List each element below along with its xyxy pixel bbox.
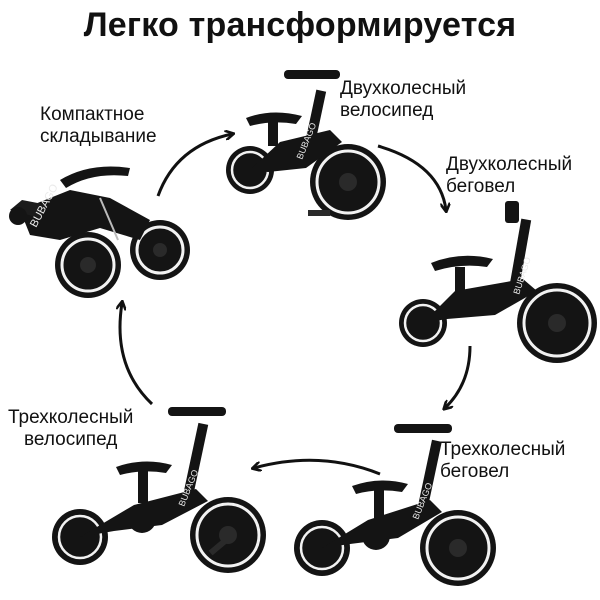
label-line: Двухколесный	[446, 154, 573, 175]
seat	[246, 112, 302, 126]
handlebar	[505, 201, 519, 223]
label-two-wheel-balance-bike: Двухколесный беговел	[446, 154, 572, 198]
arrow-two-wheel-bike-to-balance	[377, 144, 446, 210]
label-line: Трехколесный	[440, 439, 566, 460]
wheel-front	[420, 510, 496, 586]
wheel-front	[130, 220, 190, 280]
label-three-wheel-bike: Трехколесный велосипед	[8, 407, 133, 451]
seat	[352, 480, 408, 494]
wheel-rear	[55, 232, 121, 298]
seat	[116, 461, 172, 475]
label-line: беговел	[440, 461, 510, 482]
bike-three-wheel-image: BUBAGO	[52, 407, 266, 573]
bike-two-wheel-image: BUBAGO	[226, 70, 386, 220]
pedal	[308, 210, 330, 216]
label-line: Двухколесный	[340, 78, 467, 99]
wheel-front	[310, 144, 386, 220]
arrow-three-bike-to-folding	[120, 303, 154, 406]
seat	[431, 255, 493, 271]
seat	[60, 166, 130, 188]
page-title: Легко трансформируется	[83, 6, 517, 44]
label-line: Трехколесный	[8, 407, 134, 428]
label-line: велосипед	[24, 429, 118, 450]
label-line: Компактное	[40, 104, 145, 125]
label-three-wheel-balance-bike: Трехколесный беговел	[440, 439, 565, 483]
handlebar	[284, 70, 340, 79]
arrow-three-balance-to-three-bike	[254, 458, 381, 476]
arrow-balance-to-three-wheel-balance	[445, 345, 472, 408]
bike-balance-three-wheel-image: BUBAGO	[294, 424, 496, 586]
wheel-front	[517, 283, 597, 363]
wheel-front	[190, 497, 266, 573]
label-line: складывание	[40, 126, 157, 147]
label-line: беговел	[446, 176, 516, 197]
label-line: велосипед	[340, 100, 434, 121]
handlebar	[168, 407, 226, 416]
label-compact-folding: Компактное складывание	[40, 104, 157, 148]
handlebar	[394, 424, 452, 433]
bike-folded-image: BUBAGO	[9, 166, 190, 298]
label-two-wheel-bike: Двухколесный велосипед	[340, 78, 466, 122]
bike-balance-two-wheel-image: BUBAGO	[399, 201, 597, 363]
arrow-folding-to-two-wheel-bike	[156, 134, 232, 197]
pedal	[208, 536, 230, 556]
